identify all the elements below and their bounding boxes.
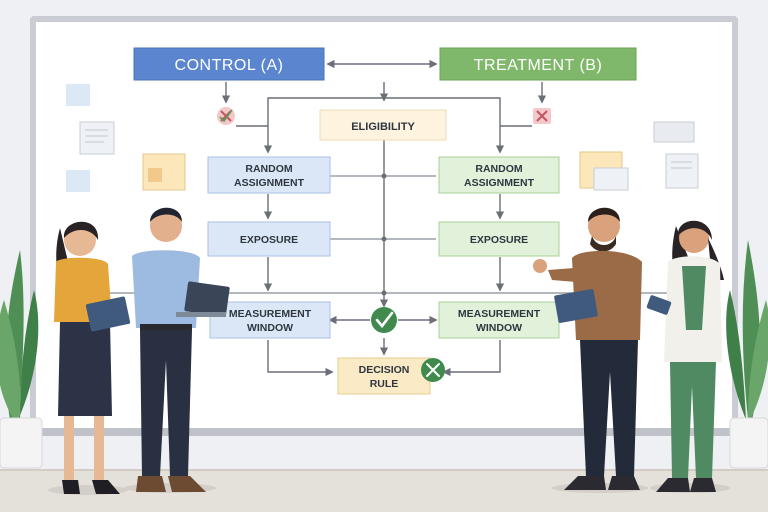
person-man-brown-sweater — [533, 207, 648, 493]
junction-dots — [381, 173, 387, 296]
reject-icon-right — [533, 108, 551, 124]
treatment-measurement-line1: MEASUREMENT — [458, 308, 541, 320]
control-exposure: EXPOSURE — [207, 221, 331, 257]
sticky-notes-right — [579, 121, 699, 191]
decision-line2: RULE — [370, 378, 399, 390]
decision-line1: DECISION — [359, 364, 410, 376]
sticky-notes-left — [66, 84, 186, 192]
person-woman-yellow — [48, 221, 131, 495]
control-random-line1: RANDOM — [245, 163, 292, 175]
treatment-random-assignment: RANDOM ASSIGNMENT — [438, 156, 560, 194]
laptop-icon — [184, 281, 230, 317]
control-measurement-window: MEASUREMENT WINDOW — [209, 301, 331, 339]
control-random-line2: ASSIGNMENT — [234, 177, 305, 189]
treatment-random-line2: ASSIGNMENT — [464, 177, 535, 189]
reject-icon-left — [217, 107, 235, 125]
eligibility-label: ELIGIBILITY — [351, 121, 415, 133]
treatment-exposure: EXPOSURE — [438, 221, 560, 257]
person-woman-white-blazer — [646, 220, 730, 493]
treatment-header: TREATMENT (B) — [439, 47, 637, 81]
control-exposure-label: EXPOSURE — [240, 234, 298, 246]
treatment-header-label: TREATMENT (B) — [474, 57, 603, 74]
floor — [0, 470, 768, 512]
treatment-random-line1: RANDOM — [475, 163, 522, 175]
decision-check-icon — [421, 358, 445, 382]
check-icon — [371, 307, 397, 333]
plant-right — [726, 240, 768, 469]
control-header-label: CONTROL (A) — [175, 57, 284, 74]
treatment-measurement-line2: WINDOW — [476, 322, 522, 334]
tablet-icon-2 — [554, 289, 598, 323]
treatment-exposure-label: EXPOSURE — [470, 234, 528, 246]
control-measurement-line2: WINDOW — [247, 322, 293, 334]
eligibility-node: ELIGIBILITY — [319, 109, 447, 141]
decision-rule-node: DECISION RULE — [337, 357, 431, 395]
plant-left — [0, 250, 43, 469]
control-header: CONTROL (A) — [133, 47, 325, 81]
control-measurement-line1: MEASUREMENT — [229, 308, 312, 320]
control-random-assignment: RANDOM ASSIGNMENT — [207, 156, 331, 194]
treatment-measurement-window: MEASUREMENT WINDOW — [438, 301, 560, 339]
phone-icon — [646, 295, 672, 315]
tablet-icon — [85, 296, 131, 332]
person-man-blue-shirt — [124, 207, 230, 493]
